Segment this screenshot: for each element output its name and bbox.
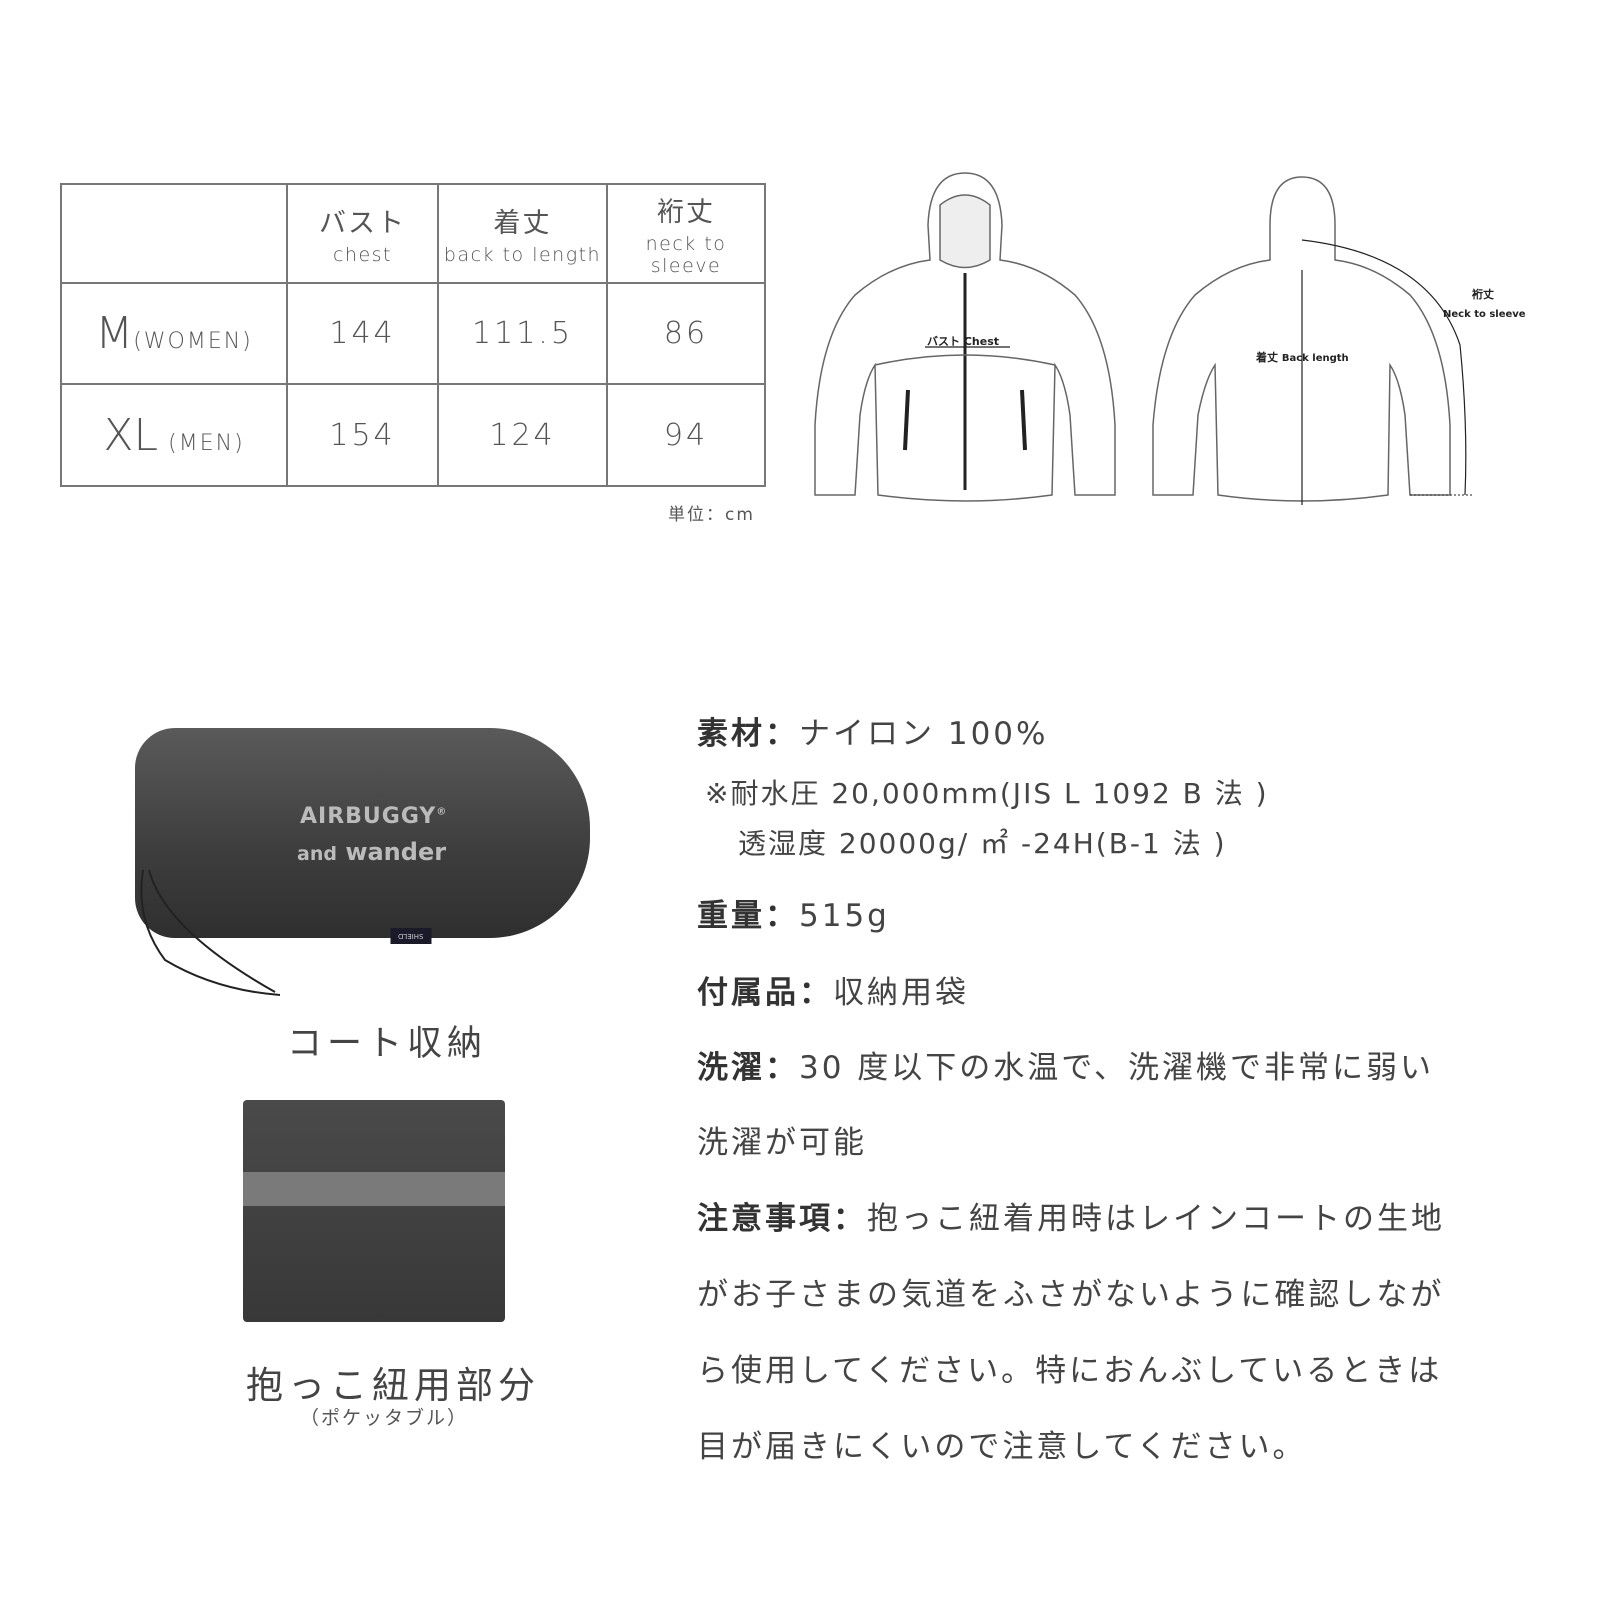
header-en: back to length — [443, 244, 602, 266]
spec-value: 抱っこ紐着用時はレインコートの生地 — [867, 1201, 1445, 1237]
drawcord-icon — [140, 869, 281, 996]
size-name: XL — [103, 409, 158, 461]
spec-water-pressure: ※耐水圧 20,000mm(JIS L 1092 B 法 ) — [705, 777, 1269, 810]
brand-logo-2: and wander — [297, 838, 446, 866]
spec-weight: 重量：515g — [697, 890, 890, 935]
chest-label: バスト Chest — [927, 335, 999, 348]
back-length-label: 着丈 Back length — [1256, 349, 1349, 365]
back-length-jp: 着丈 — [1256, 351, 1278, 364]
spec-caution-cont: 目が届きにくいので注意してください。 — [697, 1429, 1307, 1465]
table-row: M(WOMEN) 144 111.5 86 — [60, 282, 766, 385]
table-row: XL (MEN) 154 124 94 — [60, 383, 766, 487]
spec-label: 付属品： — [697, 975, 833, 1011]
unit-label: 単位：cm — [668, 505, 755, 525]
spec-washing: 洗濯：30 度以下の水温で、洗濯機で非常に弱い — [697, 1042, 1434, 1087]
value-cell: 124 — [437, 383, 608, 487]
size-label: (MEN) — [168, 430, 245, 456]
spec-label: 注意事項： — [697, 1201, 867, 1237]
header-en: chest — [332, 244, 393, 266]
value-cell: 86 — [606, 282, 766, 385]
spec-breathability: 透湿度 20000g/ ㎡ -24H(B-1 法 ) — [738, 827, 1227, 860]
value-cell: 154 — [286, 383, 439, 487]
header-en: neck to sleeve — [645, 233, 727, 277]
sleeve-en: Neck to sleeve — [1443, 309, 1526, 320]
value-cell: 94 — [606, 383, 766, 487]
spec-value: 30 度以下の水温で、洗濯機で非常に弱い — [799, 1050, 1435, 1086]
brand-text: wander — [345, 838, 447, 866]
header-back-length: 着丈 back to length — [437, 183, 608, 284]
header-jp: 裄丈 — [657, 197, 715, 228]
spec-label: 重量： — [697, 898, 799, 934]
brand-text: AIRBUGGY — [300, 804, 437, 829]
size-cell: M(WOMEN) — [60, 282, 288, 385]
size-table: バスト chest 着丈 back to length 裄丈 neck to slee… — [60, 183, 766, 487]
pocketable-pouch-image — [243, 1100, 505, 1322]
brand-mark: ® — [436, 806, 448, 818]
header-jp: 着丈 — [493, 208, 552, 239]
empty-header-cell — [60, 183, 288, 284]
spec-label: 素材： — [697, 716, 799, 752]
header-jp: バスト — [319, 208, 406, 239]
spec-value: 収納用袋 — [833, 975, 969, 1011]
stuff-sack-image: AIRBUGGY® and wander SHIELD — [135, 728, 590, 944]
brand-logo: AIRBUGGY® — [300, 804, 447, 829]
spec-accessories: 付属品：収納用袋 — [697, 967, 969, 1012]
sleeve-label: 裄丈 Neck to sleeve — [1443, 285, 1526, 325]
tag-label: SHIELD — [390, 928, 432, 944]
spec-material: 素材：ナイロン 100% — [697, 708, 1048, 753]
header-neck-sleeve: 裄丈 neck to sleeve — [606, 183, 766, 284]
brand-text: and — [297, 843, 337, 865]
jacket-front-outline — [814, 172, 1116, 502]
spec-value: ナイロン 100% — [799, 716, 1049, 752]
size-label: (WOMEN) — [133, 329, 253, 354]
strap-band — [243, 1172, 505, 1206]
spec-label: 洗濯： — [697, 1050, 799, 1086]
pocket-caption: 抱っこ紐用部分 — [246, 1364, 540, 1407]
spec-value: 515g — [799, 898, 890, 934]
sleeve-jp: 裄丈 — [1472, 288, 1494, 301]
spec-caution-cont: ら使用してください。特におんぶしているときは — [697, 1353, 1443, 1389]
pocket-subcaption: （ポケッタブル） — [300, 1407, 469, 1429]
stuff-sack-caption: コート収納 — [287, 1024, 488, 1064]
header-chest: バスト chest — [286, 183, 439, 284]
size-name: M — [95, 308, 134, 359]
jacket-diagram — [814, 172, 1472, 505]
spec-caution-cont: がお子さまの気道をふさがないように確認しなが — [697, 1277, 1445, 1313]
size-cell: XL (MEN) — [60, 383, 288, 487]
spec-washing-cont: 洗濯が可能 — [697, 1125, 867, 1161]
value-cell: 111.5 — [437, 282, 608, 385]
back-length-en: Back length — [1281, 353, 1349, 364]
value-cell: 144 — [286, 282, 439, 385]
spec-caution: 注意事項：抱っこ紐着用時はレインコートの生地 — [697, 1193, 1445, 1238]
